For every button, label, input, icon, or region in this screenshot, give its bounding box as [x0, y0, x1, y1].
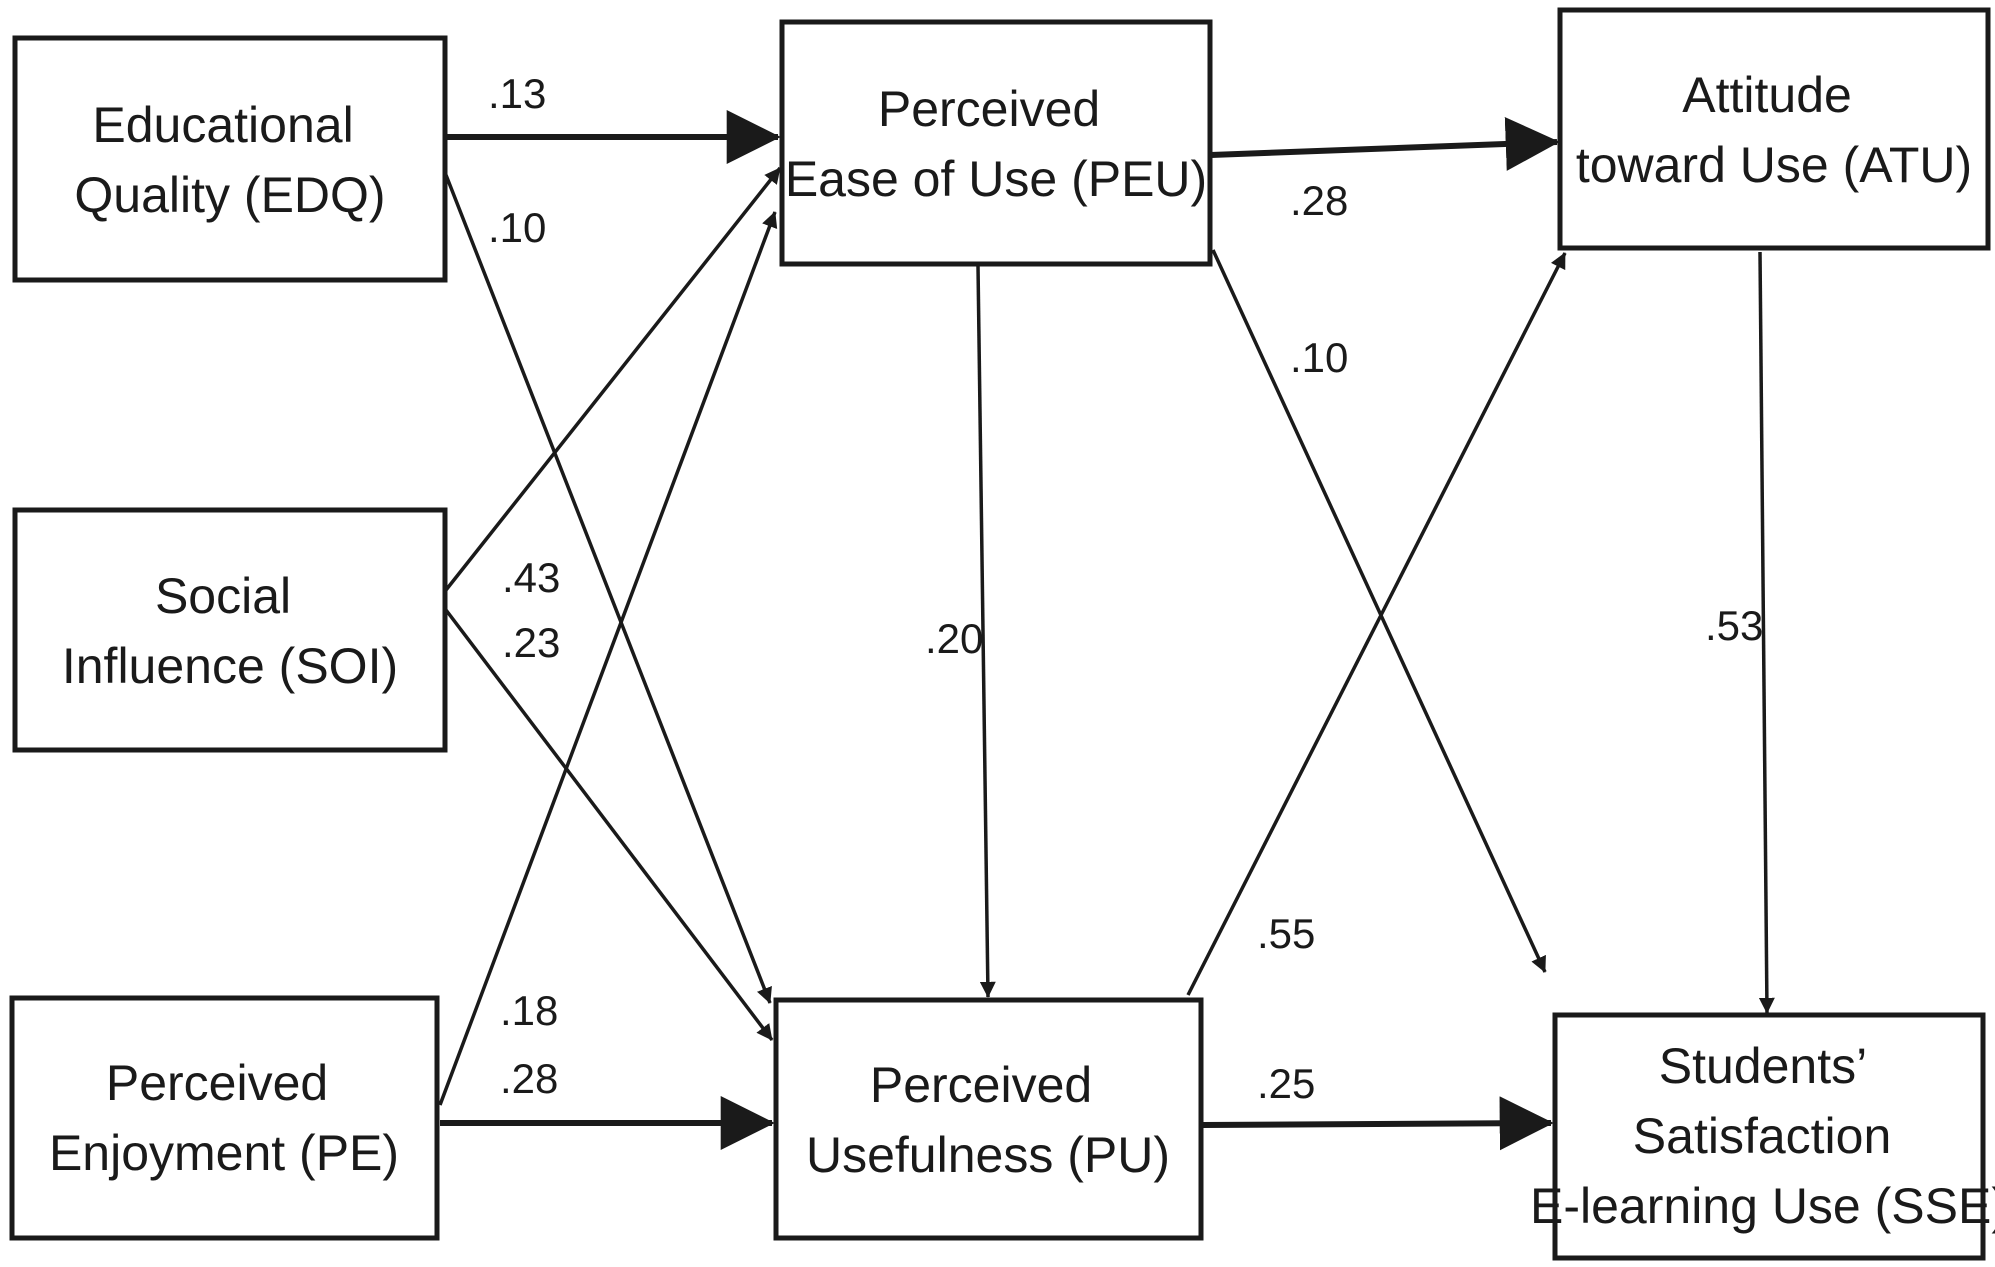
node-pe: Perceived Enjoyment (PE)	[9, 995, 440, 1241]
svg-text:Perceived Enjoyment (PE): Perceived Enjoyment (PE)	[49, 1055, 399, 1181]
node-label-line: Perceived	[878, 81, 1100, 137]
node-label-line: toward Use (ATU)	[1576, 137, 1972, 193]
coef-soi-peu: .43	[502, 554, 560, 601]
node-label-line: Perceived	[870, 1057, 1092, 1113]
node-soi: Social Influence (SOI)	[12, 507, 448, 753]
node-label-line: Social	[155, 568, 291, 624]
edge-pu-sse	[1202, 1096, 1554, 1151]
node-box-peu	[779, 19, 1213, 267]
node-label-line: Usefulness (PU)	[806, 1127, 1170, 1183]
coef-pu-sse: .25	[1257, 1060, 1315, 1107]
coef-atu-sse: .53	[1705, 602, 1763, 649]
svg-text:Attitude toward Use (ATU: Attitude toward Use (ATU)	[1576, 67, 1972, 193]
node-atu: Attitude toward Use (ATU)	[1557, 7, 1991, 251]
edges	[438, 110, 1775, 1151]
node-label-line: Quality (EDQ)	[74, 167, 385, 223]
svg-text:Perceived Usefulness (PU: Perceived Usefulness (PU)	[806, 1057, 1170, 1183]
edge-peu-atu	[1210, 116, 1560, 171]
coef-pe-pu: .28	[500, 1055, 558, 1102]
node-label-line: Educational	[92, 97, 353, 153]
node-pu: Perceived Usefulness (PU)	[773, 997, 1204, 1241]
coef-peu-pu: .20	[925, 615, 983, 662]
node-label-line: E-learning Use (SSE)	[1530, 1178, 1995, 1234]
coef-peu-atu: .28	[1290, 177, 1348, 224]
node-label-line: Students’	[1659, 1038, 1866, 1094]
node-box-atu	[1557, 7, 1991, 251]
coef-edq-pu: .10	[488, 204, 546, 251]
node-edq: Educational Quality (EDQ)	[12, 35, 448, 283]
edge-pe-peu	[438, 211, 778, 1106]
coef-peu-sse: .10	[1290, 334, 1348, 381]
node-box-pu	[773, 997, 1204, 1241]
node-box-soi	[12, 507, 448, 753]
svg-text:Students’ Satisfaction: Students’ Satisfaction E-learning Use (S…	[1530, 1038, 1995, 1234]
edge-peu-sse	[1211, 249, 1547, 973]
node-label-line: Influence (SOI)	[62, 638, 398, 694]
node-label-line: Attitude	[1682, 67, 1852, 123]
edge-soi-pu	[444, 608, 774, 1042]
node-peu: Perceived Ease of Use (PEU)	[779, 19, 1213, 267]
edge-atu-sse	[1758, 251, 1775, 1014]
svg-text:Perceived Ease of Use (P: Perceived Ease of Use (PEU)	[785, 81, 1207, 207]
edge-edq-pu	[444, 174, 772, 1004]
coef-edq-peu: .13	[488, 70, 546, 117]
edge-peu-pu	[976, 265, 996, 998]
node-box-pe	[9, 995, 440, 1241]
coef-pu-atu: .55	[1257, 910, 1315, 957]
coefficient-labels: .13 .10 .43 .23 .18 .28 .28 .10 .20 .55 …	[488, 70, 1763, 1107]
edge-soi-peu	[444, 166, 782, 592]
node-box-edq	[12, 35, 448, 283]
edge-pu-atu	[1186, 252, 1567, 996]
node-sse: Students’ Satisfaction E-learning Use (S…	[1530, 1012, 1995, 1261]
coef-soi-pu: .23	[502, 619, 560, 666]
node-label-line: Enjoyment (PE)	[49, 1125, 399, 1181]
svg-text:Educational Quality (EDQ: Educational Quality (EDQ)	[74, 97, 385, 223]
svg-text:Social Influence (SOI): Social Influence (SOI)	[62, 568, 398, 694]
node-label-line: Perceived	[106, 1055, 328, 1111]
node-box-sse	[1552, 1012, 1986, 1261]
node-label-line: Ease of Use (PEU)	[785, 151, 1207, 207]
coef-pe-peu: .18	[500, 987, 558, 1034]
node-label-line: Satisfaction	[1633, 1108, 1891, 1164]
